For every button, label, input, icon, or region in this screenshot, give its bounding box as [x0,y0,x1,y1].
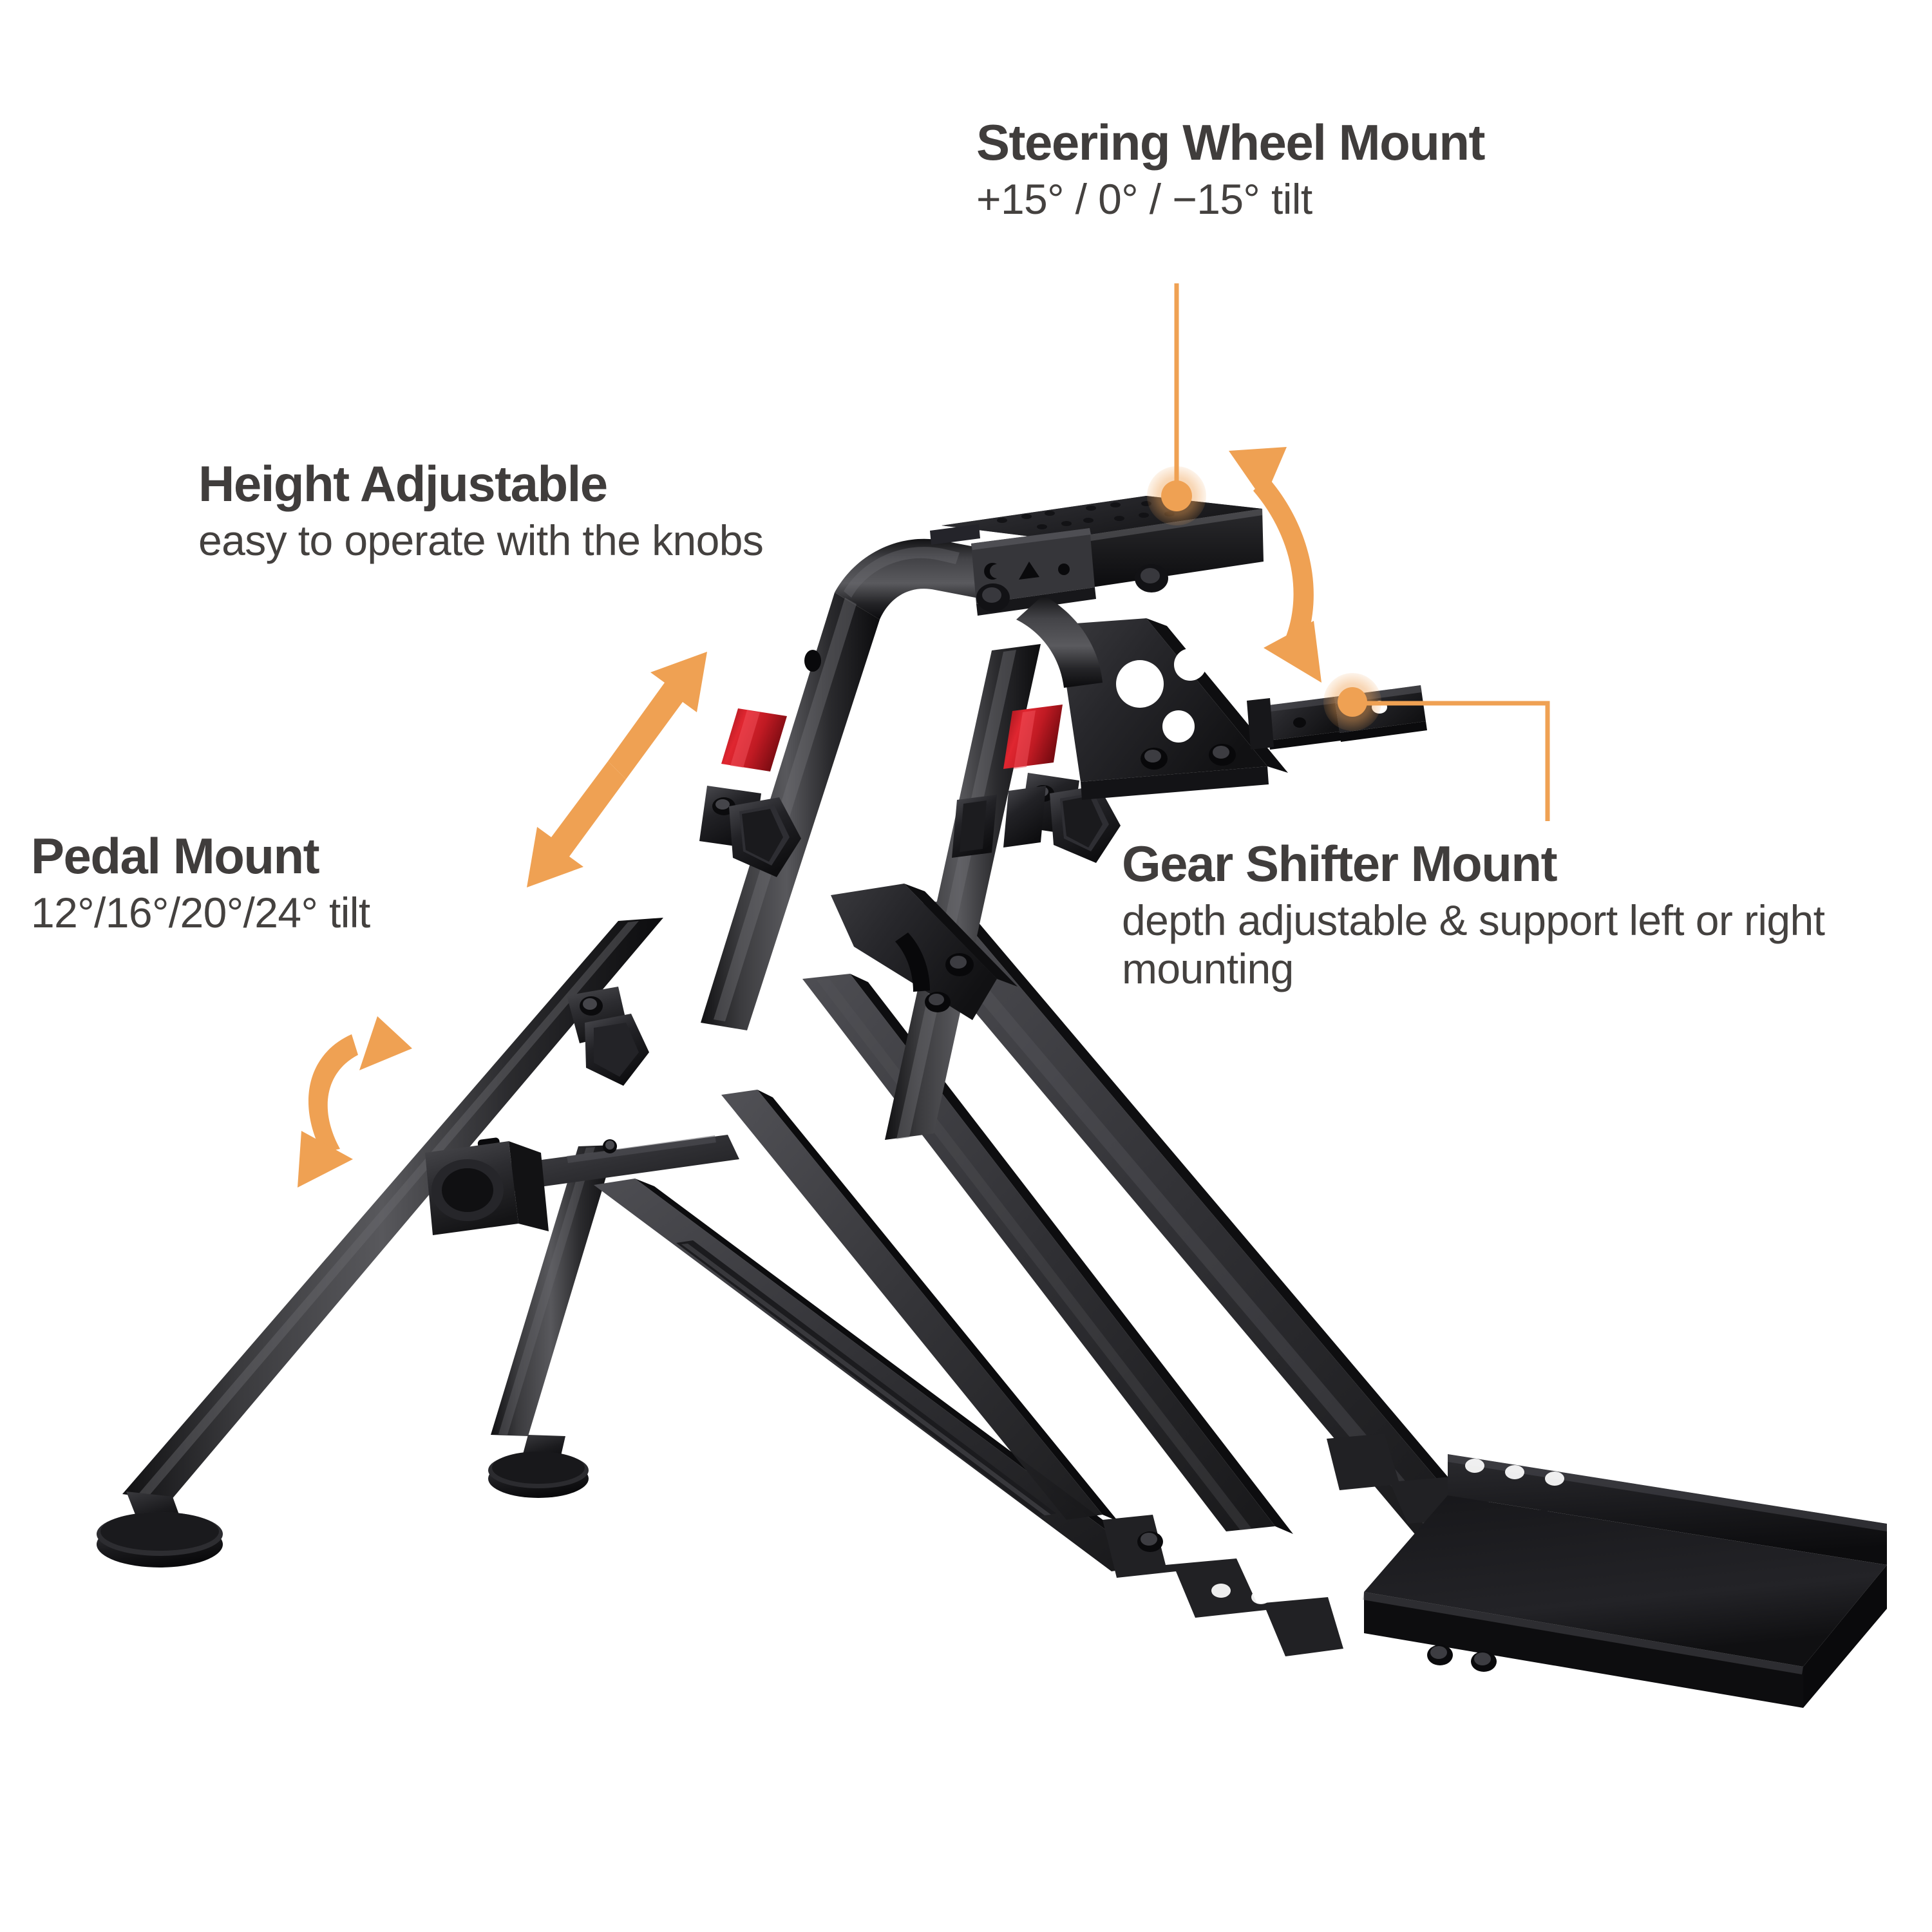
callout-dot-shifter [1338,687,1367,717]
rubber-foot-right [488,1452,589,1498]
arrow-height-adjust [527,652,707,887]
callout-pedal-mount: Pedal Mount 12°/16°/20°/24° tilt [31,831,585,937]
upright-tube-right [885,644,1041,1140]
callout-subtitle-pedal: 12°/16°/20°/24° tilt [31,889,370,936]
inner-brace [721,1090,1118,1521]
height-adjust-knob-left [699,786,801,877]
callout-title-steering: Steering Wheel Mount [976,114,1486,171]
callout-gear-shifter-mount: Gear Shifter Mount depth adjustable & su… [1122,838,1920,993]
callout-dot-steering [1161,480,1192,511]
callout-title-height: Height Adjustable [198,455,608,512]
leader-line-shifter [1352,701,1550,821]
tube-clamp-collars [952,786,1046,858]
callout-subtitle-shifter: depth adjustable & support left or right… [1122,896,1825,993]
mount-neck-tube [1016,595,1103,688]
callout-subtitle-height: easy to operate with the knobs [198,516,764,564]
front-leg-left [122,918,663,1501]
arrow-steering-tilt [1229,447,1321,683]
arrow-pedal-tilt [298,1016,412,1188]
callout-subtitle-steering: +15° / 0° / −15° tilt [976,175,1312,223]
steering-wheel-mount-plate [930,496,1264,616]
pedal-tray [1103,1434,1887,1708]
callout-steering-wheel-mount: Steering Wheel Mount +15° / 0° / −15° ti… [976,114,1486,223]
callout-height-adjustable: Height Adjustable easy to operate with t… [198,459,797,565]
rubber-foot-left [97,1492,223,1567]
lower-gusset-plate [831,884,1018,1020]
callout-title-pedal: Pedal Mount [31,828,320,884]
pedal-angle-knob [567,987,649,1086]
base-pivot-block [425,1141,549,1235]
callout-title-shifter: Gear Shifter Mount [1122,835,1558,892]
rear-support-beam [887,900,1508,1548]
